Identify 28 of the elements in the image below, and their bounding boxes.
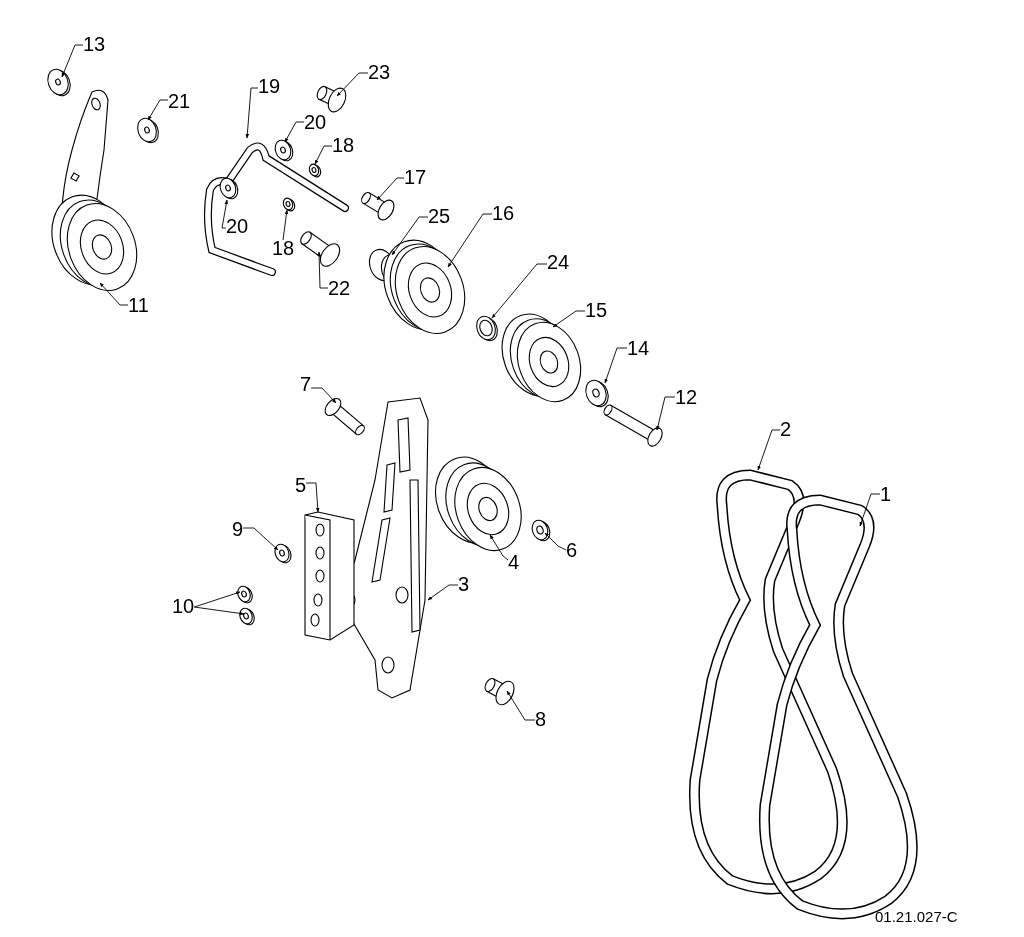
callout-number: 21	[168, 91, 191, 111]
callout-number: 25	[428, 206, 451, 226]
callout-number: 5	[295, 475, 307, 495]
callout-number: 9	[232, 519, 244, 539]
callout-number: 18	[272, 238, 295, 258]
callout-number: 15	[585, 300, 608, 320]
callout-number: 7	[300, 374, 312, 394]
callout-number: 13	[83, 34, 106, 54]
callout-number: 6	[566, 540, 578, 560]
callout-number: 22	[328, 278, 351, 298]
callout-number: 11	[128, 295, 149, 315]
callout-number: 20	[304, 112, 327, 132]
callout-number: 10	[172, 596, 195, 616]
callout-number: 3	[458, 574, 470, 594]
callout-number: 24	[547, 252, 570, 272]
callout-number: 20	[226, 216, 249, 236]
callout-number: 8	[535, 709, 547, 729]
callout-number: 1	[880, 484, 892, 504]
callout-number: 14	[627, 338, 650, 358]
callout-number: 19	[258, 76, 281, 96]
callout-number: 2	[780, 419, 792, 439]
callout-number: 18	[332, 135, 355, 155]
drawing-number: 01.21.027-C	[875, 908, 958, 925]
callout-number: 16	[492, 203, 515, 223]
callout-number: 12	[675, 387, 698, 407]
callout-number: 23	[368, 62, 391, 82]
callout-number: 4	[508, 552, 520, 572]
callout-number: 17	[404, 167, 427, 187]
